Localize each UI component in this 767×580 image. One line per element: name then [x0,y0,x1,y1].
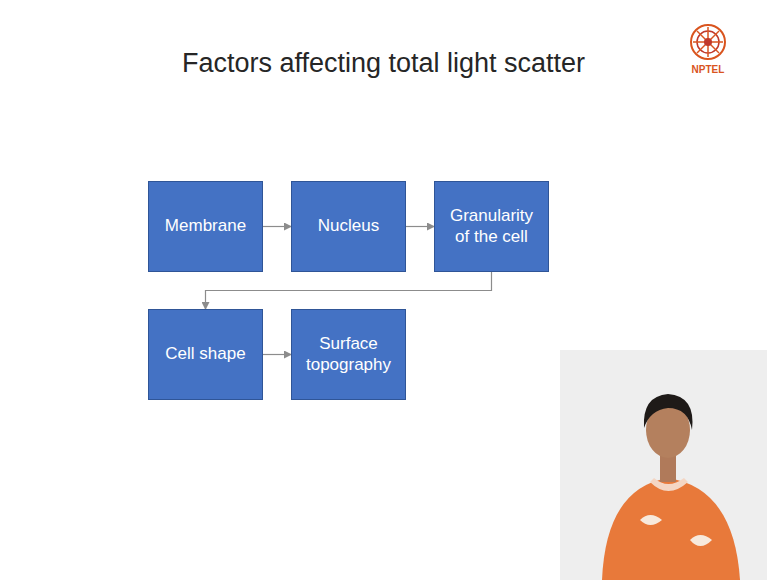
box-label: Surface topography [300,334,397,375]
slide-title: Factors affecting total light scatter [0,48,767,79]
flow-arrow [206,272,492,309]
process-box: Nucleus [291,181,406,272]
box-label: Membrane [165,216,246,236]
process-box: Granularity of the cell [434,181,549,272]
box-label: Nucleus [318,216,379,236]
nptel-logo [691,25,725,59]
box-label: Granularity of the cell [443,206,540,247]
process-box: Surface topography [291,309,406,400]
box-label: Cell shape [165,344,245,364]
process-box: Membrane [148,181,263,272]
flow-arrow [406,226,434,227]
process-box: Cell shape [148,309,263,400]
logo-label: NPTEL [688,64,728,75]
flow-arrow [263,226,291,227]
presenter [560,350,767,580]
flow-arrow [263,354,291,355]
